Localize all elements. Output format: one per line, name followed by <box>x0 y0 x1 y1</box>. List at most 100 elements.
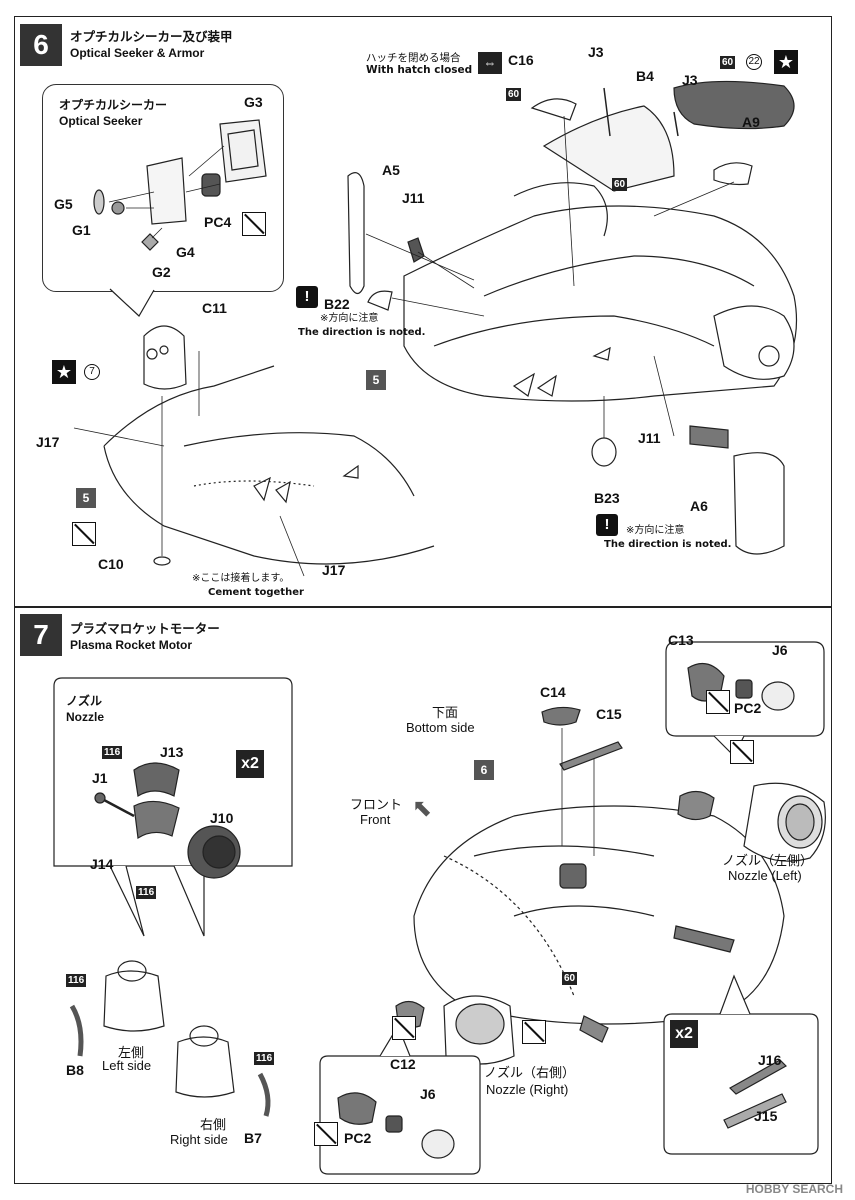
hatch-closed-en: With hatch closed <box>366 64 473 76</box>
front-jp: フロント <box>350 798 403 813</box>
part-a9: A9 <box>742 114 760 130</box>
front-arrow-icon: ⬉ <box>412 795 433 822</box>
part-j10: J10 <box>210 810 234 826</box>
instruction-page: 6 オプチカルシーカー及び装甲 Optical Seeker & Armor オ… <box>14 16 832 1196</box>
part-pc2-top: PC2 <box>734 700 762 716</box>
direction-note-jp-1: ※方向に注意 <box>320 313 379 324</box>
hatch-closed-jp: ハッチを閉める場合 <box>366 52 461 64</box>
step-7-title-jp: プラズマロケットモーター <box>70 621 220 636</box>
no-cement-icon <box>314 1122 338 1146</box>
inset-title-jp: オプチカルシーカー <box>59 98 168 112</box>
no-cement-icon <box>706 690 730 714</box>
nozzle-title-en: Nozzle <box>66 710 105 724</box>
nozzle-right-jp: ノズル（右側） <box>484 1066 576 1081</box>
left-side-jp: 左側 <box>118 1046 145 1061</box>
direction-note-jp-2: ※方向に注意 <box>626 525 685 536</box>
cement-note-en: Cement together <box>208 587 304 598</box>
part-c11: C11 <box>202 300 227 316</box>
part-j17-left: J17 <box>36 434 60 450</box>
sub-step-6: 6 <box>474 760 494 780</box>
right-side-jp: 右側 <box>200 1118 227 1133</box>
part-c10: C10 <box>98 556 124 572</box>
part-b8: B8 <box>66 1062 84 1078</box>
part-c13: C13 <box>668 632 694 648</box>
part-j13: J13 <box>160 744 184 760</box>
part-g5: G5 <box>54 196 73 212</box>
step-6-title-en: Optical Seeker & Armor <box>70 46 205 60</box>
caution-icon: ! <box>296 286 318 308</box>
part-j1: J1 <box>92 770 108 786</box>
color-22-badge: 22 <box>746 54 762 70</box>
part-g2: G2 <box>152 264 171 280</box>
part-pc4: PC4 <box>204 214 232 230</box>
color-116-badge-b8: 116 <box>66 974 87 987</box>
no-cement-icon <box>730 740 754 764</box>
bottom-side-jp: 下面 <box>432 706 459 721</box>
star-icon: ★ <box>52 360 76 384</box>
nozzle-left-jp: ノズル（左側） <box>722 854 814 869</box>
part-a6: A6 <box>690 498 708 514</box>
part-j3-top: J3 <box>588 44 604 60</box>
part-j11-top: J11 <box>402 190 425 206</box>
nozzle-left-en: Nozzle (Left) <box>728 868 802 883</box>
direction-note-en-1: The direction is noted. <box>298 327 426 338</box>
part-j16: J16 <box>758 1052 782 1068</box>
part-j6-bottom: J6 <box>420 1086 436 1102</box>
part-j15: J15 <box>754 1108 778 1124</box>
part-g3: G3 <box>244 94 263 110</box>
color-60-badge-step7: 60 <box>562 972 578 985</box>
part-g4: G4 <box>176 244 195 260</box>
color-60-badge-panel: 60 <box>720 56 736 69</box>
nozzle-title-jp: ノズル <box>66 694 103 708</box>
color-60-badge-b4: 60 <box>612 178 628 191</box>
color-116-badge-j14: 116 <box>136 886 157 899</box>
part-c16: C16 <box>508 52 534 68</box>
part-j6-top: J6 <box>772 642 788 658</box>
part-a5: A5 <box>382 162 400 178</box>
part-j11-bottom: J11 <box>638 430 661 446</box>
part-j14: J14 <box>90 856 114 872</box>
part-c15: C15 <box>596 706 622 722</box>
color-116-badge-b7: 116 <box>254 1052 275 1065</box>
step-6-title-jp: オプチカルシーカー及び装甲 <box>70 29 233 44</box>
times-two-badge-nozzle: x2 <box>236 750 264 778</box>
step-7-title-en: Plasma Rocket Motor <box>70 638 193 652</box>
part-b23: B23 <box>594 490 620 506</box>
color-7-badge: 7 <box>84 364 100 380</box>
front-en: Front <box>360 812 391 827</box>
right-side-en: Right side <box>170 1132 228 1147</box>
part-c14: C14 <box>540 684 566 700</box>
color-60-badge-c16: 60 <box>506 88 522 101</box>
sub-step-5-left: 5 <box>76 488 96 508</box>
part-b22: B22 <box>324 296 350 312</box>
cement-note-jp: ※ここは接着します。 <box>192 573 290 584</box>
part-c12: C12 <box>390 1056 416 1072</box>
part-b7: B7 <box>244 1130 262 1146</box>
step-7-panel <box>14 606 832 1184</box>
nozzle-right-en: Nozzle (Right) <box>486 1082 569 1097</box>
part-b4: B4 <box>636 68 654 84</box>
times-two-badge-j15: x2 <box>670 1020 698 1048</box>
sub-step-5-right: 5 <box>366 370 386 390</box>
inset-title-en: Optical Seeker <box>59 114 143 128</box>
caution-icon: ! <box>596 514 618 536</box>
part-g1: G1 <box>72 222 91 238</box>
line-art <box>53 80 826 1175</box>
hatch-icon: ⇔ <box>478 52 502 74</box>
left-side-en: Left side <box>102 1058 152 1073</box>
color-116-badge-j13: 116 <box>102 746 123 759</box>
direction-note-en-2: The direction is noted. <box>604 539 732 550</box>
no-cement-icon <box>392 1016 416 1040</box>
bottom-side-en: Bottom side <box>406 720 475 735</box>
step-7-number: 7 <box>20 614 62 656</box>
step-6-number: 6 <box>20 24 62 66</box>
part-j17-right: J17 <box>322 562 346 578</box>
part-j3-right: J3 <box>682 72 698 88</box>
part-pc2-bottom: PC2 <box>344 1130 372 1146</box>
step-6-panel <box>14 16 832 608</box>
no-cement-icon <box>522 1020 546 1044</box>
no-cement-icon <box>242 212 266 236</box>
watermark: HOBBY SEARCH <box>745 1182 843 1196</box>
star-icon: ★ <box>774 50 798 74</box>
no-cement-icon <box>72 522 96 546</box>
